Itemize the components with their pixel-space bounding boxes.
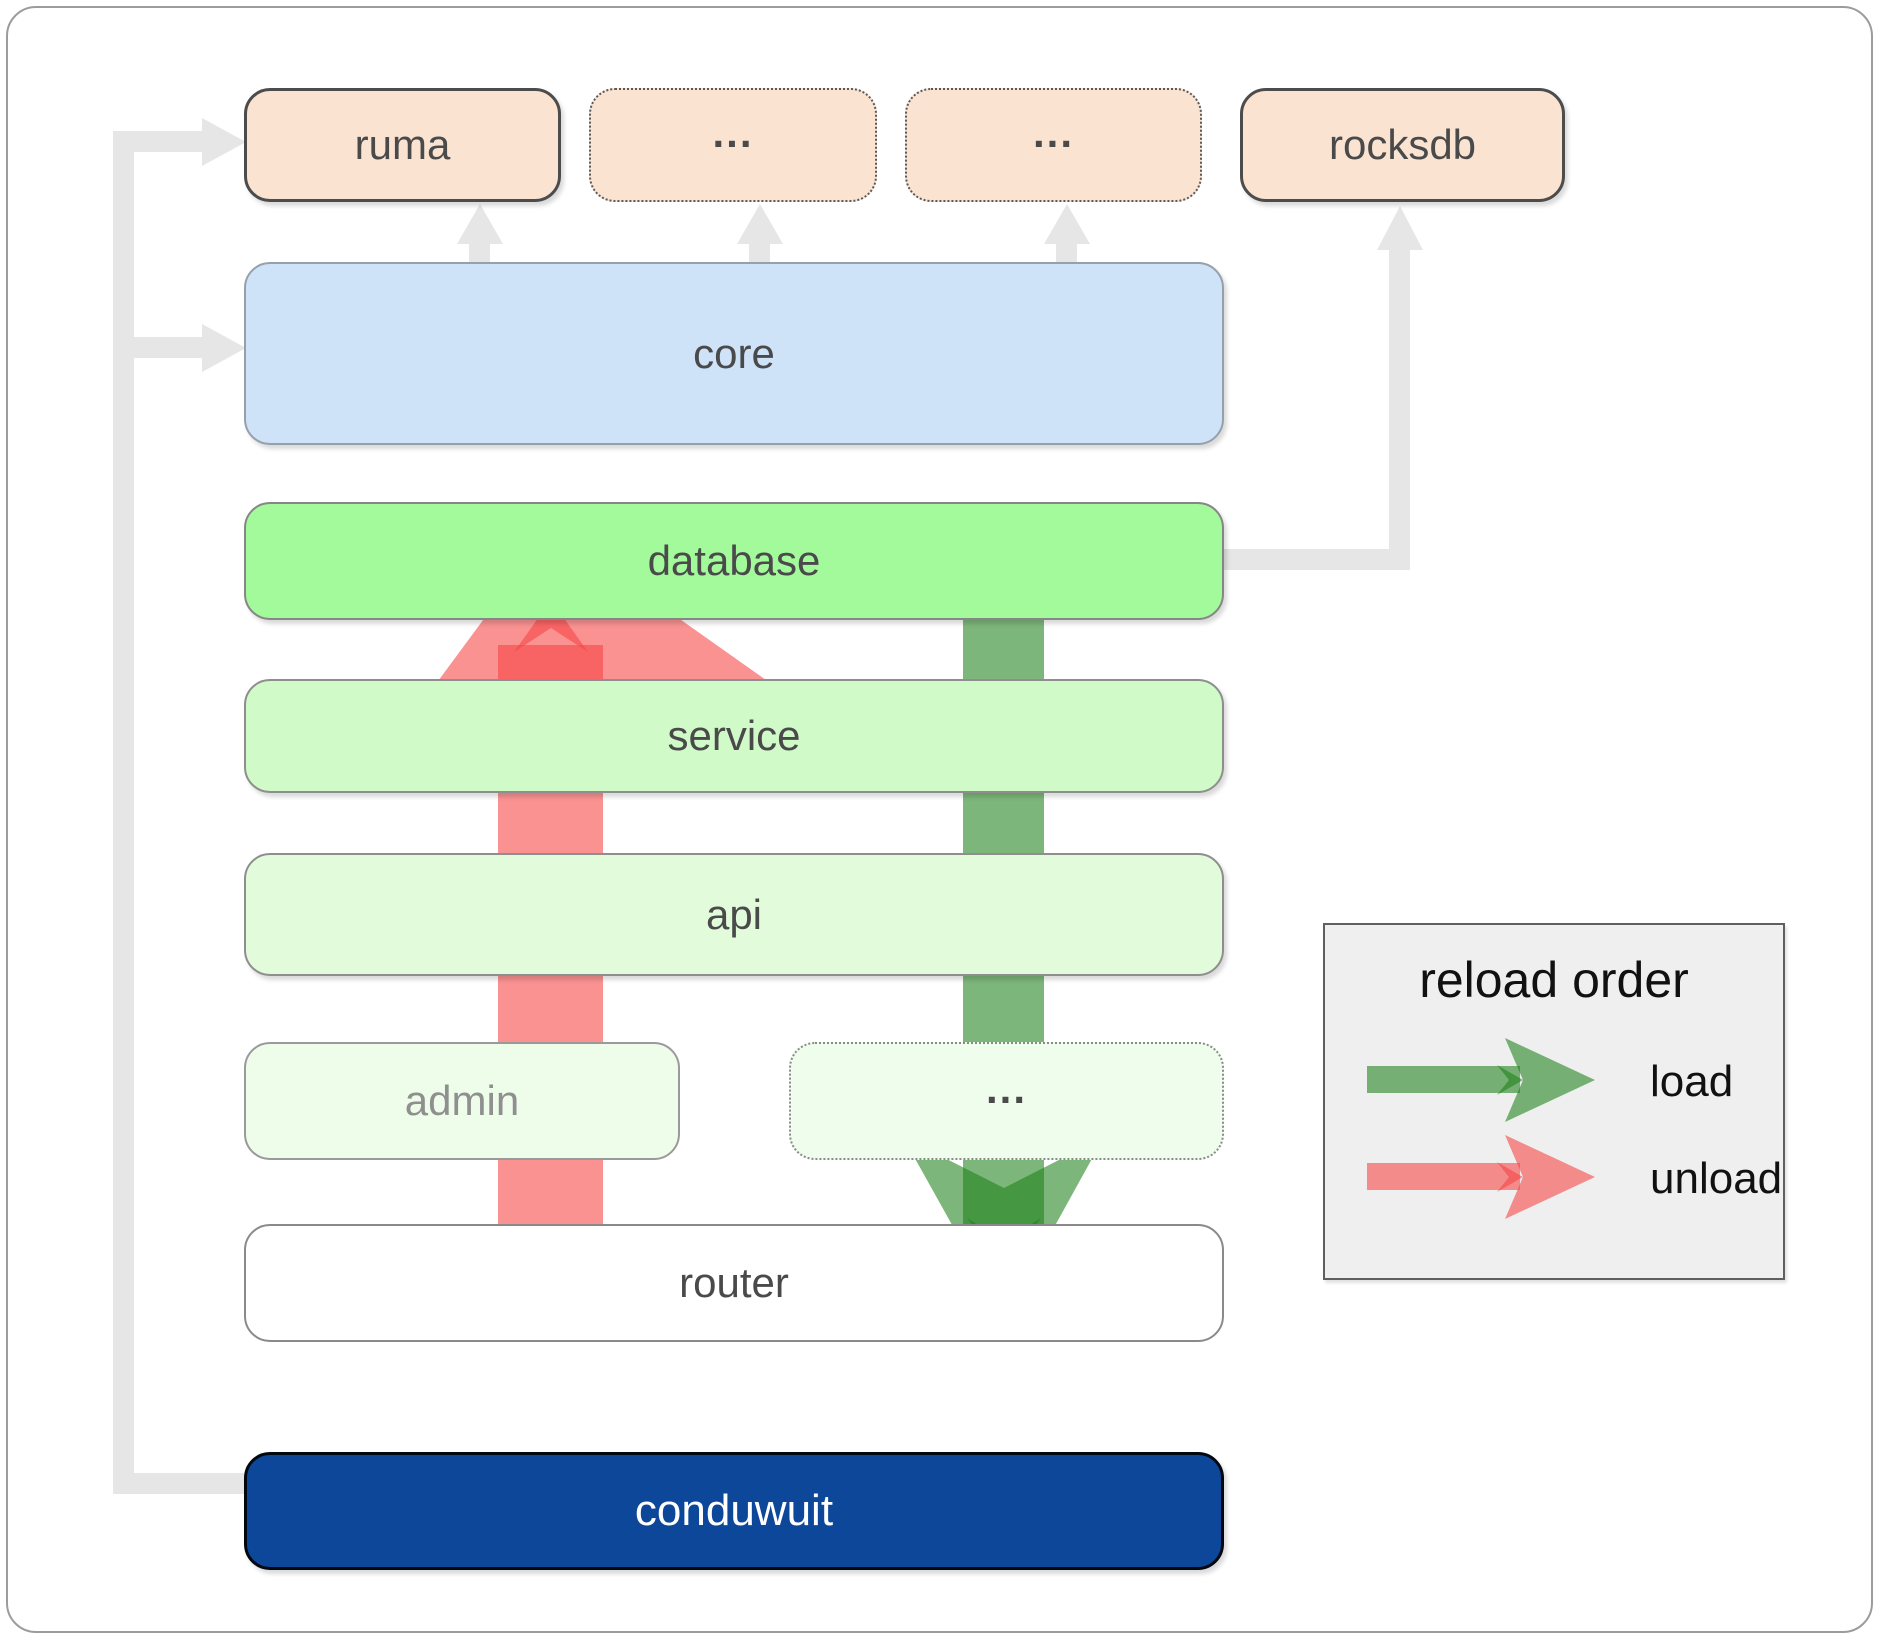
node-ruma-label: ruma xyxy=(354,121,451,168)
legend-arrow-icons xyxy=(1367,1038,1595,1219)
node-api: api xyxy=(244,853,1224,976)
node-ellipsis-2-label: ... xyxy=(1032,109,1074,156)
node-ellipsis-3: ... xyxy=(789,1042,1224,1160)
node-ellipsis-2: ... xyxy=(905,88,1202,202)
node-service: service xyxy=(244,679,1224,793)
node-admin-label: admin xyxy=(404,1077,520,1124)
node-api-label: api xyxy=(705,890,763,938)
node-core: core xyxy=(244,262,1224,445)
node-database-label: database xyxy=(647,537,821,584)
node-router-label: router xyxy=(679,1259,789,1306)
load-arrow-icon xyxy=(1367,1038,1595,1122)
node-rocksdb-label: rocksdb xyxy=(1328,121,1477,168)
node-ellipsis-3-label: ... xyxy=(985,1065,1027,1112)
node-database: database xyxy=(244,502,1224,620)
node-admin: admin xyxy=(244,1042,680,1160)
node-rocksdb: rocksdb xyxy=(1240,88,1565,202)
node-ruma: ruma xyxy=(244,88,561,202)
node-service-label: service xyxy=(667,712,801,759)
legend: reload order load unload xyxy=(1323,923,1785,1280)
node-core-label: core xyxy=(693,329,775,377)
node-ellipsis-1-label: ... xyxy=(712,109,754,156)
node-ellipsis-1: ... xyxy=(589,88,877,202)
outer-frame xyxy=(6,6,1873,1633)
legend-unload-label: unload xyxy=(1650,1154,1783,1203)
unload-arrow-icon xyxy=(1367,1135,1595,1219)
node-router: router xyxy=(244,1224,1224,1342)
node-conduwuit: conduwuit xyxy=(244,1452,1224,1570)
node-conduwuit-label: conduwuit xyxy=(634,1486,834,1535)
legend-title: reload order xyxy=(1419,952,1689,1008)
legend-load-label: load xyxy=(1650,1057,1734,1106)
